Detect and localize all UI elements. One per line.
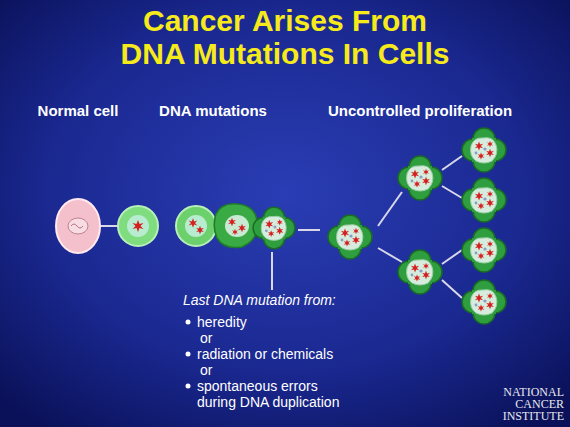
stage-heading: Uncontrolled proliferation [328, 102, 512, 119]
bullet-text: heredity [197, 314, 247, 330]
mutating-cell [118, 206, 158, 246]
normal-cell [56, 199, 100, 253]
stage-heading: Normal cell [38, 102, 119, 119]
connector-word: or [200, 330, 212, 346]
mutating-cell [214, 204, 257, 248]
stage-heading: DNA mutations [159, 102, 267, 119]
mutating-cell [176, 206, 216, 246]
connector-word: or [200, 362, 212, 378]
note-heading: Last DNA mutation from: [183, 292, 336, 308]
connector-lines [100, 156, 462, 298]
bullet-text: radiation or chemicals [197, 346, 333, 362]
slide-title: Cancer Arises From DNA Mutations In Cell… [113, 4, 457, 70]
logo-text: NATIONAL CANCER INSTITUTE [498, 386, 564, 422]
bullet-dot [186, 320, 191, 389]
bullet-text: spontaneous errors during DNA duplicatio… [197, 378, 357, 410]
